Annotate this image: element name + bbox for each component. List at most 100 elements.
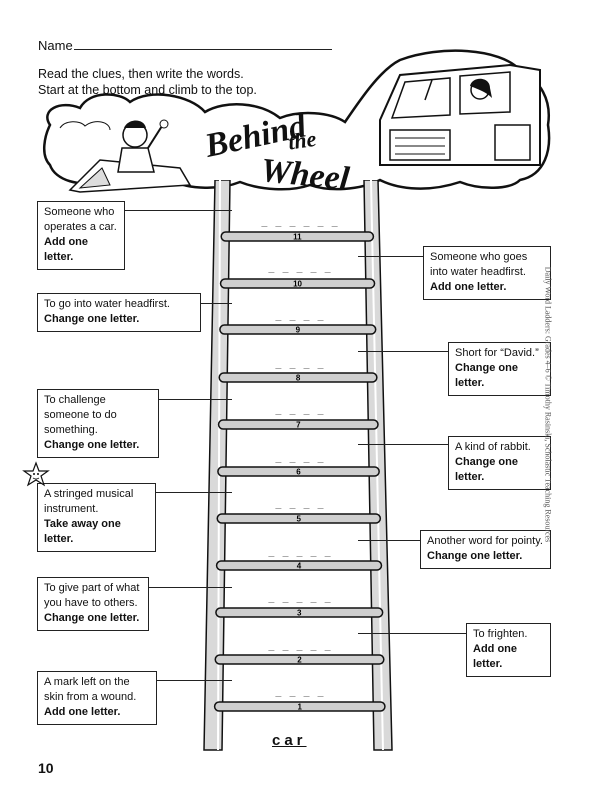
- clue-box: To frighten. Add one letter.: [466, 623, 551, 677]
- ladder-rung-bar: [218, 372, 378, 383]
- ladder-rung: 2: [214, 654, 385, 665]
- rung-number: 11: [293, 233, 302, 242]
- rung-number: 1: [298, 703, 303, 712]
- clue-pointer-line: [125, 210, 232, 211]
- clue-description: Someone who operates a car.: [44, 206, 117, 233]
- ladder-rung-bar: [219, 278, 376, 289]
- instruction-line-1: Read the clues, then write the words.: [38, 67, 244, 81]
- clue-rule: Change one letter.: [44, 313, 140, 325]
- clue-rule: Change one letter.: [44, 439, 140, 451]
- instructions: Read the clues, then write the words. St…: [38, 66, 257, 98]
- rung-number: 6: [296, 468, 301, 477]
- clue-pointer-line: [159, 399, 232, 400]
- clue-pointer-line: [358, 444, 448, 445]
- clue-description: A stringed musical instrument.: [44, 488, 134, 515]
- ladder-rung-bar: [217, 466, 380, 477]
- answer-blank[interactable]: _ _ _ _ _: [268, 592, 332, 603]
- star-doodle-icon: [22, 461, 50, 487]
- rung-number: 2: [297, 656, 302, 665]
- ladder-rung-bar: [213, 701, 386, 712]
- answer-blank[interactable]: _ _ _ _: [275, 498, 325, 509]
- clue-rule: Change one letter.: [427, 550, 523, 562]
- clue-pointer-line: [358, 256, 423, 257]
- side-credit: Daily Word Ladders: Grades 4–6 © Timothy…: [543, 266, 553, 543]
- clue-box: Someone who operates a car. Add one lette…: [37, 201, 125, 270]
- ladder-rung: 1: [213, 701, 386, 712]
- ladder-rung: 10: [219, 278, 376, 289]
- clue-rule: Add one letter.: [473, 643, 517, 670]
- clue-pointer-line: [149, 587, 232, 588]
- rung-number: 7: [296, 421, 301, 430]
- rung-number: 4: [297, 562, 302, 571]
- clue-description: Another word for pointy.: [427, 535, 543, 547]
- truck-driver-illustration: [379, 63, 541, 166]
- name-label: Name: [38, 38, 73, 53]
- clue-description: To give part of what you have to others.: [44, 582, 140, 609]
- clue-pointer-line: [358, 540, 420, 541]
- ladder-rung-bar: [214, 654, 385, 665]
- clue-description: A mark left on the skin from a wound.: [44, 676, 137, 703]
- answer-blank[interactable]: _ _ _ _: [275, 452, 325, 463]
- clue-box: Someone who goes into water headfirst. Ad…: [423, 246, 551, 300]
- clue-rule: Add one letter.: [44, 706, 121, 718]
- clue-box: A stringed musical instrument. Take away …: [37, 483, 156, 552]
- clue-description: Short for “David.”: [455, 347, 539, 359]
- clue-rule: Change one letter.: [455, 362, 518, 389]
- rung-number: 3: [297, 609, 302, 618]
- clue-box: To challenge someone to do something. Cha…: [37, 389, 159, 458]
- clue-description: Someone who goes into water headfirst.: [430, 251, 528, 278]
- ladder-rung-bar: [219, 324, 377, 335]
- clue-description: To challenge someone to do something.: [44, 394, 117, 436]
- ladder-rung-bar: [215, 607, 384, 618]
- answer-blank[interactable]: _ _ _ _ _ _: [261, 216, 339, 227]
- name-input-line[interactable]: [74, 49, 332, 50]
- clue-pointer-line: [157, 680, 232, 681]
- clue-box: A mark left on the skin from a wound. Add…: [37, 671, 157, 725]
- answer-blank[interactable]: _ _ _ _: [275, 686, 325, 697]
- title-banner-illustration: Behind the Wheel: [43, 49, 551, 198]
- answer-blank[interactable]: _ _ _ _: [275, 310, 325, 321]
- ladder-rung: 3: [215, 607, 384, 618]
- ladder-rung: 4: [215, 560, 383, 571]
- ladder-rung-bar: [217, 419, 379, 430]
- clue-rule: Take away one letter.: [44, 518, 121, 545]
- clue-rule: Add one letter.: [44, 236, 88, 263]
- start-word: car: [272, 732, 307, 749]
- ladder-rung-bar: [215, 560, 383, 571]
- rung-number: 5: [297, 515, 302, 524]
- ladder-rung: 7: [217, 419, 379, 430]
- ladder: 11 10 9 8 7 6 5 4 3 2 1: [203, 180, 393, 751]
- clue-pointer-line: [156, 492, 232, 493]
- clue-description: To frighten.: [473, 628, 528, 640]
- answer-blank[interactable]: _ _ _ _ _: [268, 640, 332, 651]
- ladder-rung: 9: [219, 324, 377, 335]
- clue-pointer-line: [358, 633, 466, 634]
- ladder-rung-bar: [216, 513, 382, 524]
- ladder-rung-bar: [220, 231, 375, 242]
- clue-pointer-line: [201, 303, 232, 304]
- ladder-rung: 6: [217, 466, 380, 477]
- clue-box: To give part of what you have to others.…: [37, 577, 149, 631]
- clue-description: A kind of rabbit.: [455, 441, 531, 453]
- answer-blank[interactable]: _ _ _ _ _: [268, 546, 332, 557]
- pilot-illustration: [68, 119, 192, 193]
- clue-description: To go into water headfirst.: [44, 298, 170, 310]
- ladder-rung: 5: [216, 513, 382, 524]
- title-word-the: the: [286, 126, 318, 155]
- answer-blank[interactable]: _ _ _ _: [275, 358, 325, 369]
- clue-pointer-line: [358, 351, 448, 352]
- rung-number: 9: [296, 326, 301, 335]
- clue-rule: Change one letter.: [44, 612, 140, 624]
- clue-rule: Change one letter.: [455, 456, 518, 483]
- answer-blank[interactable]: _ _ _ _ _: [268, 262, 332, 273]
- rung-number: 8: [296, 374, 301, 383]
- clue-box: Short for “David.” Change one letter.: [448, 342, 551, 396]
- clue-rule: Add one letter.: [430, 281, 507, 293]
- clue-box: A kind of rabbit. Change one letter.: [448, 436, 551, 490]
- rung-number: 10: [293, 280, 302, 289]
- ladder-rung: 8: [218, 372, 378, 383]
- page-number: 10: [38, 760, 54, 776]
- answer-blank[interactable]: _ _ _ _: [275, 404, 325, 415]
- clue-box: Another word for pointy. Change one lette…: [420, 530, 551, 569]
- ladder-rung: 11: [220, 231, 375, 242]
